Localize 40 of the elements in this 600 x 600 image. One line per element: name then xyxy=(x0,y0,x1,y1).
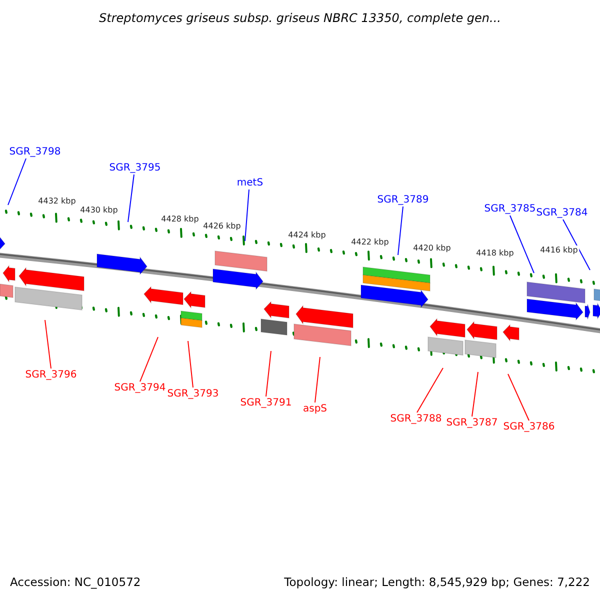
position-label: 4422 kbp xyxy=(350,238,390,246)
leader-line xyxy=(266,350,272,397)
leader-line xyxy=(472,372,478,417)
gene-label: SGR_3796 xyxy=(25,370,77,380)
gene-label: SGR_3784 xyxy=(536,208,588,218)
gene-label: SGR_3786 xyxy=(503,422,555,432)
position-label: 4416 kbp xyxy=(539,246,579,254)
leader-line xyxy=(188,340,194,388)
leader-line xyxy=(510,215,534,274)
position-label: 4428 kbp xyxy=(160,214,200,224)
leader-line xyxy=(508,374,530,421)
leader-line xyxy=(562,219,590,270)
gene-label: SGR_3791 xyxy=(240,398,292,408)
gene-label: SGR_3789 xyxy=(377,194,429,206)
gene-label: SGR_3795 xyxy=(109,162,161,174)
gene-label: SGR_3785 xyxy=(484,204,536,214)
genome-summary-text: Topology: linear; Length: 8,545,929 bp; Genes: 7,222 xyxy=(284,575,590,589)
gene-label: metS xyxy=(236,178,264,188)
position-label: 4420 kbp xyxy=(412,244,452,252)
gene-label: SGR_3798 xyxy=(9,146,61,158)
leader-line xyxy=(398,206,404,256)
gene-label: SGR_3794 xyxy=(114,382,166,394)
gene-label: SGR_3793 xyxy=(167,388,219,400)
gene-label: aspS xyxy=(302,404,328,414)
gene-label: SGR_3787 xyxy=(446,418,498,428)
gene-label: SGR_3788 xyxy=(390,414,442,424)
position-label: 4424 kbp xyxy=(287,230,327,240)
position-label: 4430 kbp xyxy=(79,206,119,214)
leader-line xyxy=(128,174,134,222)
position-label: 4426 kbp xyxy=(202,222,242,230)
map-title: Streptomyces griseus subsp. griseus NBRC 13350, complete gen... xyxy=(99,11,501,25)
leader-line xyxy=(44,320,52,369)
leader-line xyxy=(416,368,444,413)
accession-text: Accession: NC_010572 xyxy=(10,575,141,589)
leader-line xyxy=(8,158,26,206)
leader-line xyxy=(314,356,320,403)
position-label: 4418 kbp xyxy=(475,248,515,258)
position-label: 4432 kbp xyxy=(37,196,77,206)
leader-line xyxy=(244,189,250,242)
leader-line xyxy=(140,336,158,382)
